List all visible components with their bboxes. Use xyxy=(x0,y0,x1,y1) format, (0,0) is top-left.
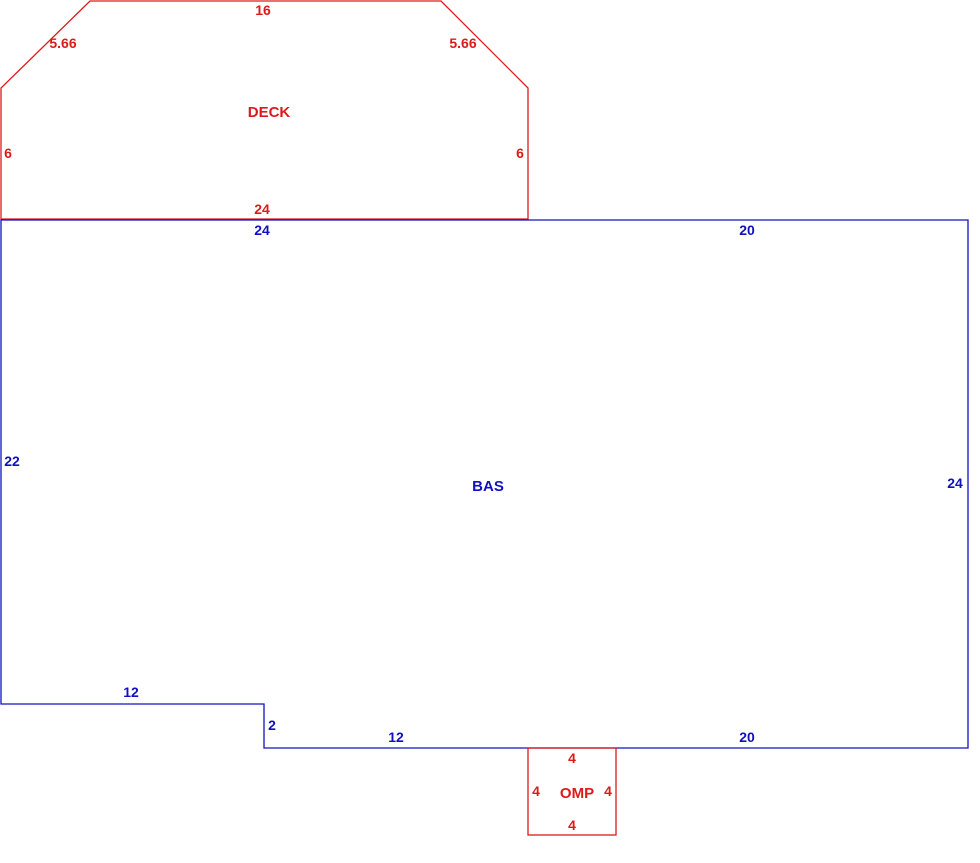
deck-dim-top: 16 xyxy=(255,2,271,18)
omp-area-label: OMP xyxy=(560,785,594,802)
omp-dim-bottom: 4 xyxy=(568,817,576,833)
deck-dim-diag-left: 5.66 xyxy=(49,35,76,51)
deck-dim-left: 6 xyxy=(4,145,12,161)
bas-dim-right: 24 xyxy=(947,475,963,491)
bas-dim-bottom-right: 20 xyxy=(739,729,755,745)
bas-dim-step-side: 2 xyxy=(268,717,276,733)
deck-dim-bottom: 24 xyxy=(254,201,270,217)
omp-dim-top: 4 xyxy=(568,750,576,766)
bas-dim-top-right: 20 xyxy=(739,222,755,238)
omp-dim-left: 4 xyxy=(532,783,540,799)
bas-dim-bottom-left: 12 xyxy=(388,729,404,745)
omp-dim-right: 4 xyxy=(604,783,612,799)
deck-dim-right: 6 xyxy=(516,145,524,161)
bas-area-label: BAS xyxy=(472,478,504,495)
bas-dim-step-top: 12 xyxy=(123,684,139,700)
deck-area-label: DECK xyxy=(248,104,291,121)
bas-dim-top-left: 24 xyxy=(254,222,270,238)
bas-outline xyxy=(0,219,969,749)
bas-dim-left: 22 xyxy=(4,453,20,469)
omp-outline xyxy=(527,747,617,836)
deck-outline xyxy=(0,0,529,220)
deck-dim-diag-right: 5.66 xyxy=(449,35,476,51)
